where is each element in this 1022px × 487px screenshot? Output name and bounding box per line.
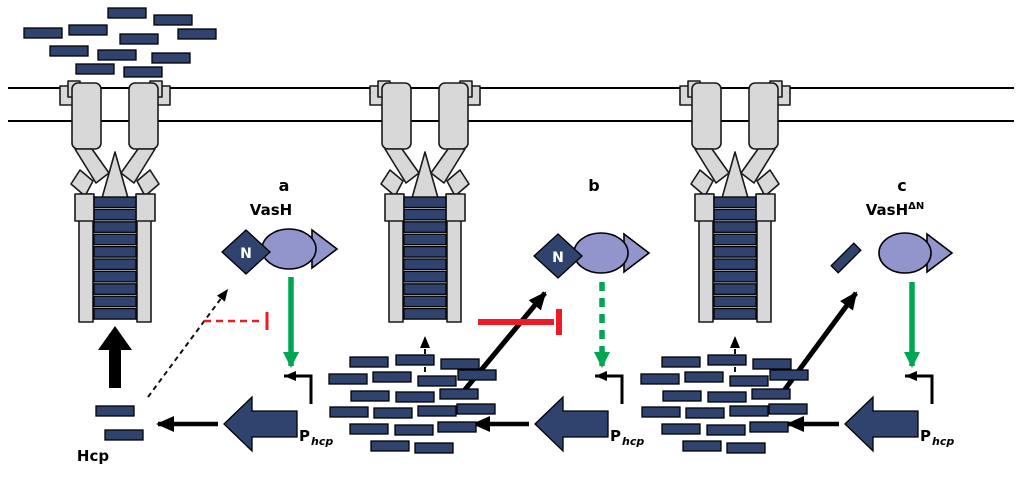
hcp-gene-arrow-a	[223, 396, 298, 452]
promoter-arrow-b	[595, 371, 624, 404]
vash-body-ellipse-c	[878, 232, 932, 274]
vash-deltaN-label: VasHΔN	[866, 201, 925, 219]
vash-complex-b: N	[533, 232, 651, 279]
t6ss-apparatus-2	[369, 80, 481, 323]
t6ss-apparatus-3	[679, 80, 791, 323]
promoter-arrow-c	[905, 371, 934, 404]
panel-c-label: c	[897, 176, 906, 195]
secretion-arrow-1	[98, 326, 132, 388]
membrane	[8, 87, 1014, 122]
hcp-cluster-c	[640, 354, 809, 454]
weak-induction-arrow-a	[147, 288, 229, 398]
phcp-label-b: Phcp	[610, 427, 644, 448]
vash-complex-a: N	[221, 228, 339, 275]
panel-c: c VasHΔN Phcp	[640, 176, 954, 454]
detached-n-domain-c	[830, 242, 862, 274]
n-domain-diamond-a	[221, 229, 271, 275]
vash-body-ellipse-a	[261, 228, 317, 270]
panel-b: b N Phcp	[328, 176, 651, 454]
vash-label: VasH	[250, 201, 292, 219]
hcp-gene-arrow-b	[534, 396, 609, 452]
promoter-arrow-a	[284, 371, 313, 404]
panel-b-label: b	[588, 176, 599, 195]
vash-body-ellipse-b	[573, 232, 629, 274]
n-domain-label-a: N	[240, 246, 252, 262]
panel-a-label: a	[279, 176, 290, 195]
hcp-cluster-b	[328, 354, 497, 454]
hcp-label: Hcp	[77, 447, 109, 465]
hcp-gene-arrow-c	[844, 396, 919, 452]
phcp-label-a: Phcp	[299, 427, 333, 448]
hcp-pair-a	[95, 405, 144, 441]
vash-deltaN-complex-c	[878, 232, 954, 274]
phcp-label-c: Phcp	[920, 427, 954, 448]
n-domain-diamond-b	[533, 233, 583, 279]
panel-a: a VasH N Hcp Phcp	[77, 176, 339, 465]
t6ss-apparatus-1	[59, 80, 171, 323]
hcp-cluster-secreted	[23, 7, 217, 78]
n-domain-label-b: N	[552, 250, 564, 266]
